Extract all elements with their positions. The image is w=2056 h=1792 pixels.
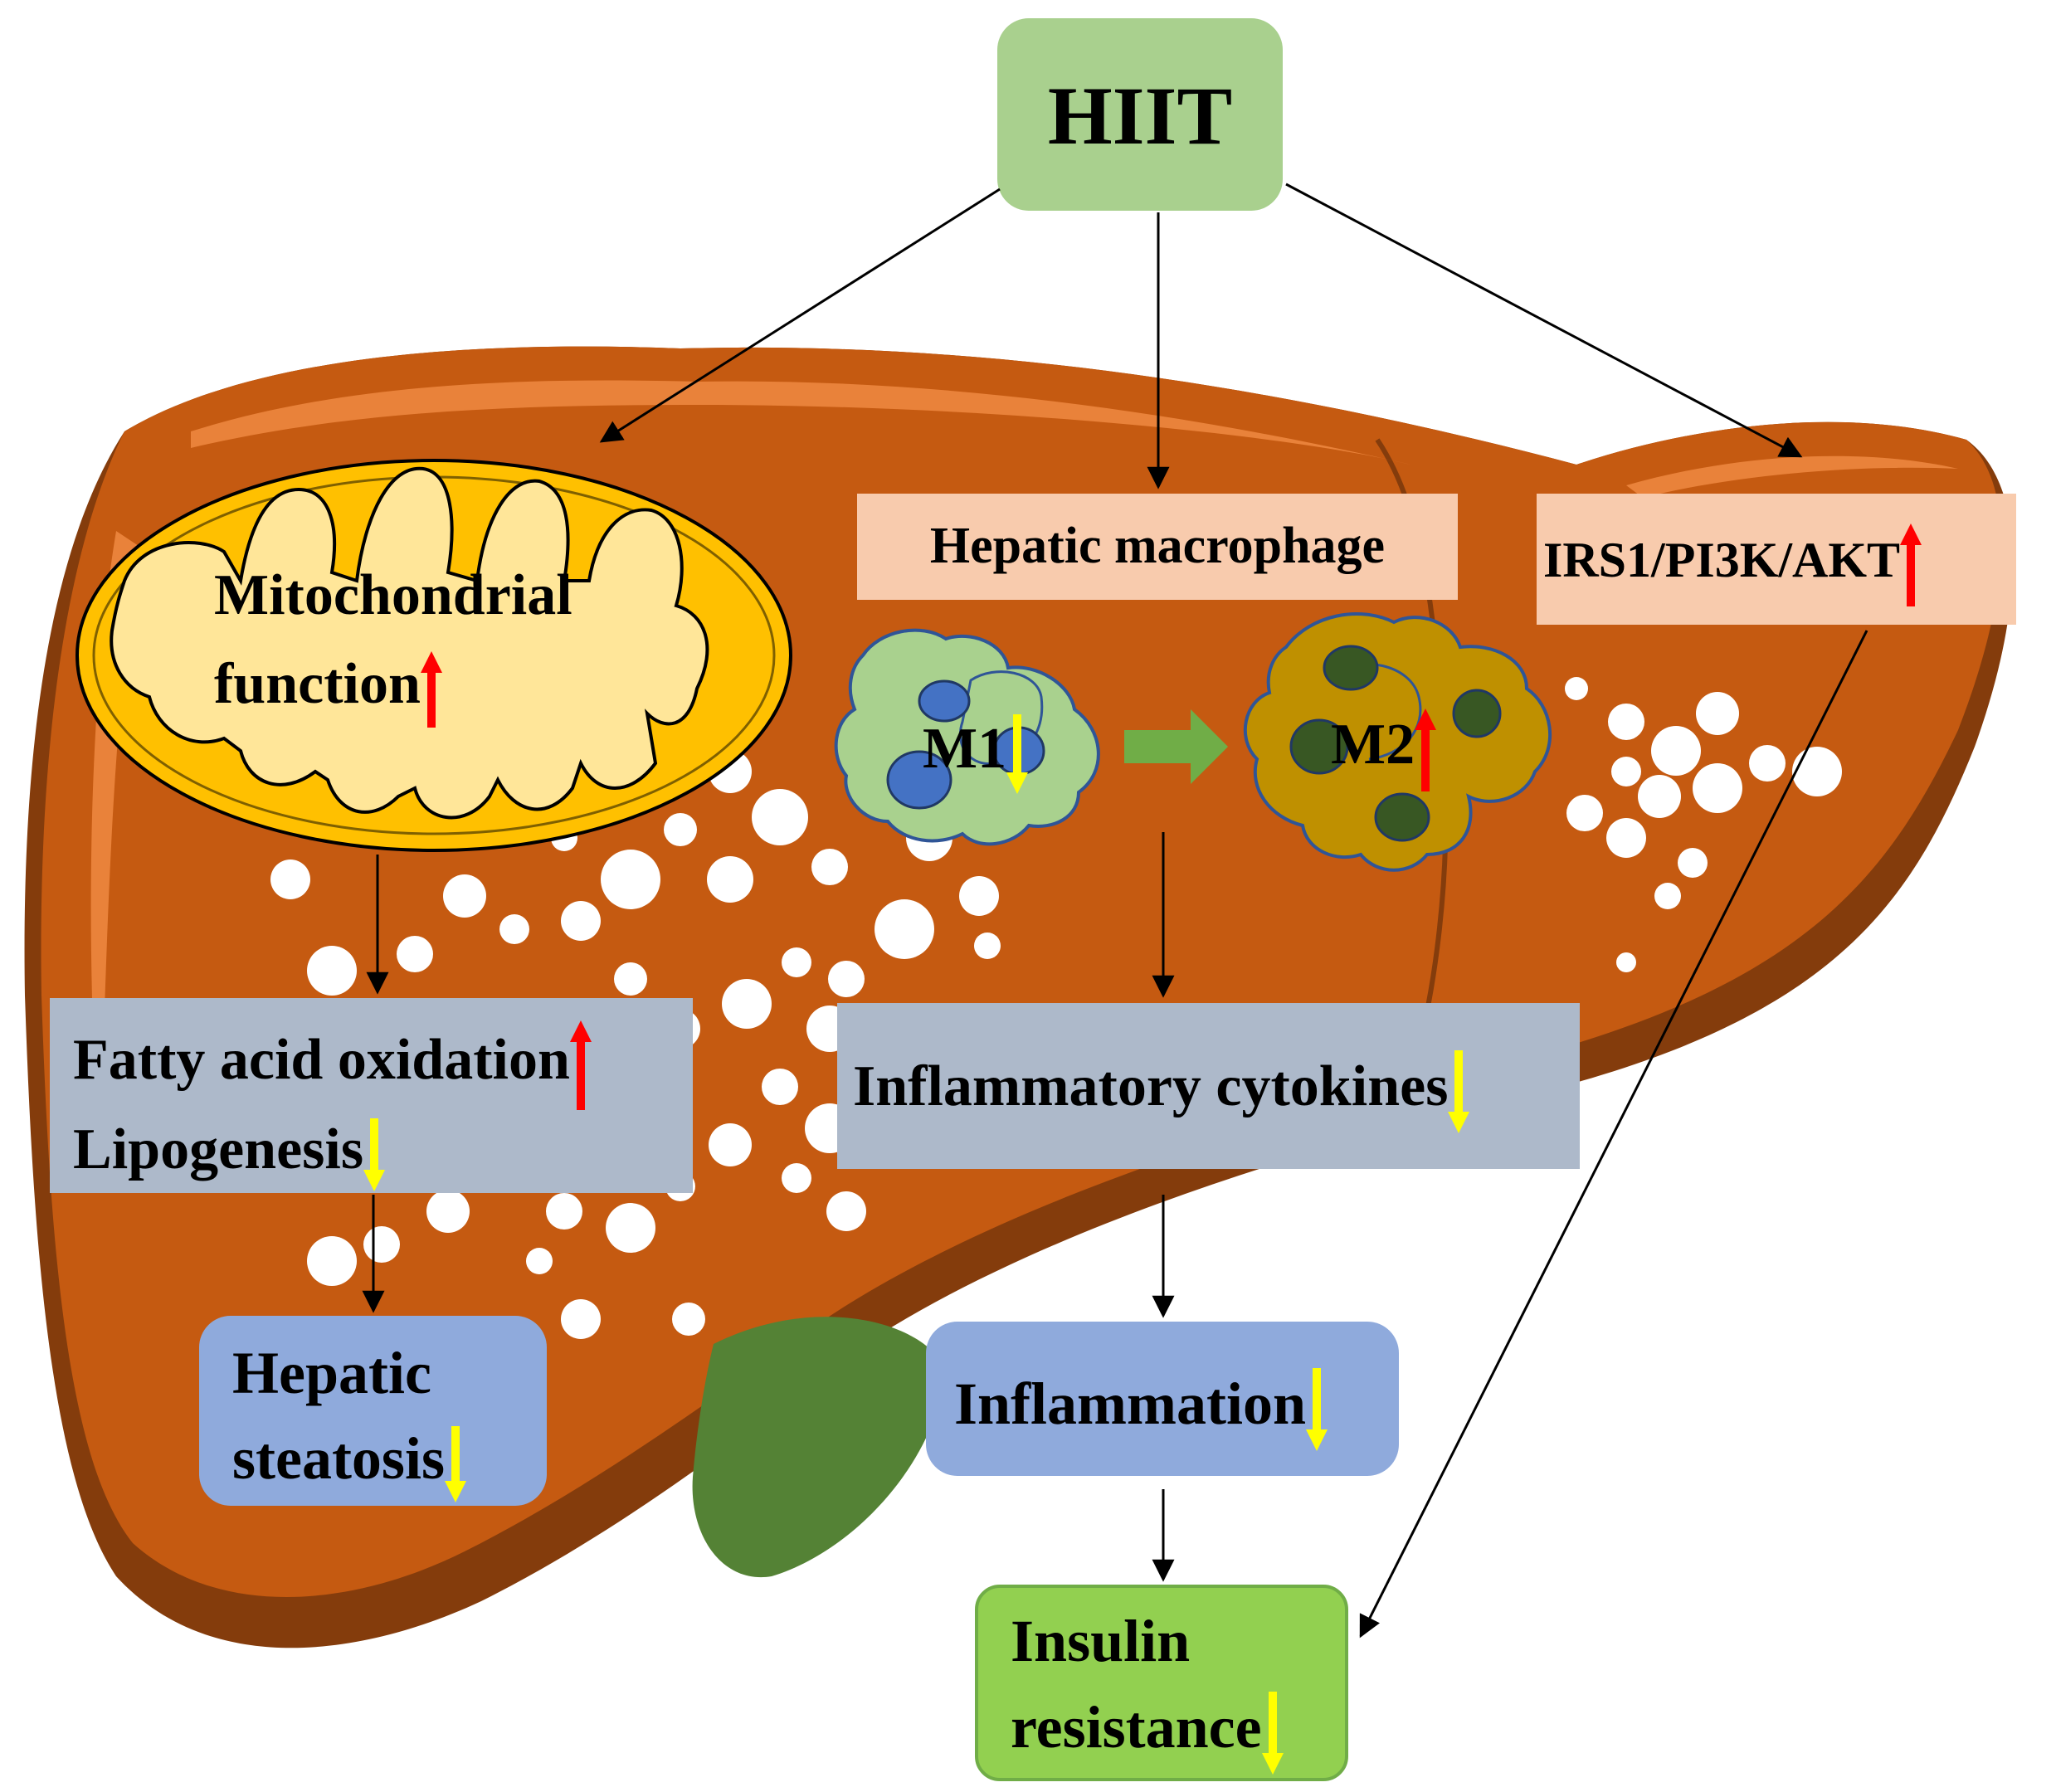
mitochondrion bbox=[76, 459, 792, 852]
m1-label: M1 bbox=[923, 709, 1029, 794]
down-arrow-icon bbox=[444, 1426, 466, 1503]
inflammation-box bbox=[926, 1322, 1399, 1476]
irs-box bbox=[1537, 494, 2016, 625]
m2-nucleus bbox=[1374, 792, 1430, 842]
liver-highlight-top bbox=[191, 380, 1410, 465]
steatosis-box bbox=[199, 1316, 547, 1506]
m2-cell-cluster bbox=[1243, 612, 1552, 872]
up-arrow-icon bbox=[1900, 523, 1922, 607]
m2-label: M2 bbox=[1331, 704, 1437, 791]
connector-arrows bbox=[362, 183, 1868, 1639]
m2-nucleus bbox=[1289, 718, 1349, 775]
cytokines-label-text: Inflammatory cytokines bbox=[853, 1054, 1449, 1118]
mitochondrion-cristae bbox=[110, 466, 709, 820]
insulin-label-text: resistance bbox=[1011, 1694, 1262, 1760]
steatosis-label-line2: steatosis bbox=[232, 1419, 466, 1503]
mito-label-line2: function bbox=[214, 651, 442, 728]
up-arrow-icon bbox=[1415, 708, 1437, 791]
hiit-box bbox=[997, 18, 1283, 211]
cytokines-label: Inflammatory cytokines bbox=[853, 1035, 1470, 1138]
insulin-box bbox=[975, 1585, 1348, 1781]
irs-label: IRS1/PI3K/AKT bbox=[1543, 514, 1922, 607]
fao-label-text: Fatty acid oxidation bbox=[73, 1028, 570, 1092]
down-arrow-icon bbox=[1261, 1692, 1284, 1775]
fat-droplets bbox=[270, 677, 1842, 1339]
arrow-hiit-to-irs bbox=[1285, 183, 1803, 458]
hiit-label: HIIT bbox=[1047, 70, 1233, 162]
steatosis-label-text: steatosis bbox=[232, 1425, 445, 1492]
down-arrow-icon bbox=[1306, 1368, 1328, 1452]
lipogenesis-label-text: Lipogenesis bbox=[73, 1118, 364, 1181]
m1-label-text: M1 bbox=[923, 717, 1007, 781]
arrow-hiit-to-mito bbox=[599, 187, 1001, 443]
inflammation-label-text: Inflammation bbox=[954, 1371, 1307, 1437]
arrow-irs-to-insulin bbox=[1359, 630, 1868, 1639]
irs-label-text: IRS1/PI3K/AKT bbox=[1543, 533, 1901, 587]
gallbladder bbox=[692, 1317, 946, 1578]
mito-label-text: function bbox=[214, 652, 421, 717]
m1-nucleus bbox=[918, 679, 971, 723]
m2-nucleus bbox=[1452, 689, 1502, 738]
fao-label-line1: Fatty acid oxidation bbox=[73, 1014, 592, 1110]
steatosis-label-line1: Hepatic bbox=[232, 1340, 431, 1406]
m2-label-text: M2 bbox=[1331, 713, 1415, 777]
m1-cell-cluster bbox=[834, 628, 1100, 846]
up-arrow-icon bbox=[569, 1020, 592, 1110]
up-arrow-icon bbox=[420, 651, 442, 728]
insulin-label-line1: Insulin bbox=[1011, 1608, 1191, 1674]
polarization-arrow bbox=[1124, 709, 1228, 784]
mito-label-line1: Mitochondrial bbox=[214, 563, 572, 627]
m1-nucleus bbox=[886, 750, 952, 810]
down-arrow-icon bbox=[363, 1118, 386, 1191]
down-arrow-icon bbox=[1448, 1049, 1470, 1133]
inflammation-label: Inflammation bbox=[954, 1361, 1328, 1452]
insulin-label-line2: resistance bbox=[1011, 1684, 1284, 1775]
macrophage-box bbox=[857, 494, 1458, 600]
m2-nucleus bbox=[1323, 645, 1379, 691]
macrophage-label: Hepatic macrophage bbox=[929, 518, 1386, 574]
down-arrow-icon bbox=[1006, 713, 1029, 794]
fao-label-line2: Lipogenesis bbox=[73, 1112, 386, 1191]
liver-highlight-right bbox=[1626, 455, 1958, 498]
